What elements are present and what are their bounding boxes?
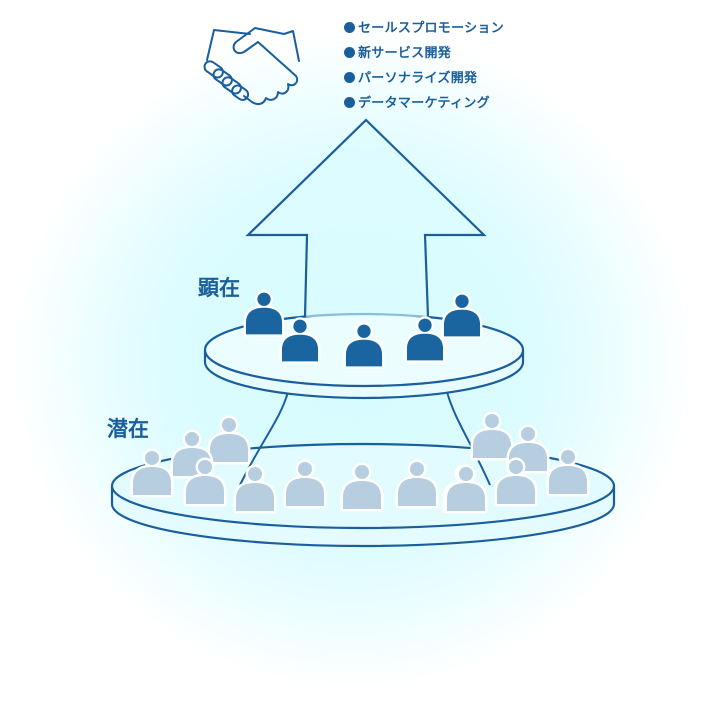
person-icon	[441, 292, 483, 339]
benefit-item: 新サービス開発	[344, 43, 504, 68]
person-icon	[444, 464, 488, 514]
benefit-label: データマーケティング	[358, 96, 490, 111]
bullet-dot-icon	[344, 72, 355, 83]
bullet-dot-icon	[344, 97, 355, 108]
benefit-item: パーソナライズ開発	[344, 68, 504, 93]
person-icon	[233, 464, 277, 514]
person-icon	[243, 290, 285, 337]
person-icon	[470, 411, 514, 461]
bullet-dot-icon	[344, 47, 355, 58]
overt-tier-label: 顕在	[198, 276, 240, 300]
benefit-label: 新サービス開発	[358, 46, 452, 61]
bullet-dot-icon	[344, 22, 355, 33]
person-icon	[343, 322, 385, 369]
handshake-icon	[203, 27, 300, 106]
latent-tier-label: 潜在	[107, 417, 149, 441]
person-icon	[546, 447, 590, 497]
person-icon	[183, 457, 227, 507]
benefit-list: セールスプロモーション 新サービス開発 パーソナライズ開発 データマーケティング	[344, 18, 504, 118]
overt-people-group	[243, 290, 483, 369]
person-icon	[130, 448, 174, 498]
person-icon	[494, 457, 538, 507]
person-icon	[283, 459, 327, 509]
benefit-label: パーソナライズ開発	[358, 71, 478, 86]
benefit-label: セールスプロモーション	[358, 21, 505, 36]
person-icon	[404, 316, 446, 363]
person-icon	[207, 415, 251, 465]
funnel-right-line	[446, 391, 491, 486]
person-icon	[279, 317, 321, 364]
latent-people-group	[130, 411, 590, 514]
benefit-item: セールスプロモーション	[344, 18, 504, 43]
up-arrow	[245, 118, 487, 318]
person-icon	[340, 462, 384, 512]
person-icon	[395, 459, 439, 509]
benefit-item: データマーケティング	[344, 93, 504, 118]
